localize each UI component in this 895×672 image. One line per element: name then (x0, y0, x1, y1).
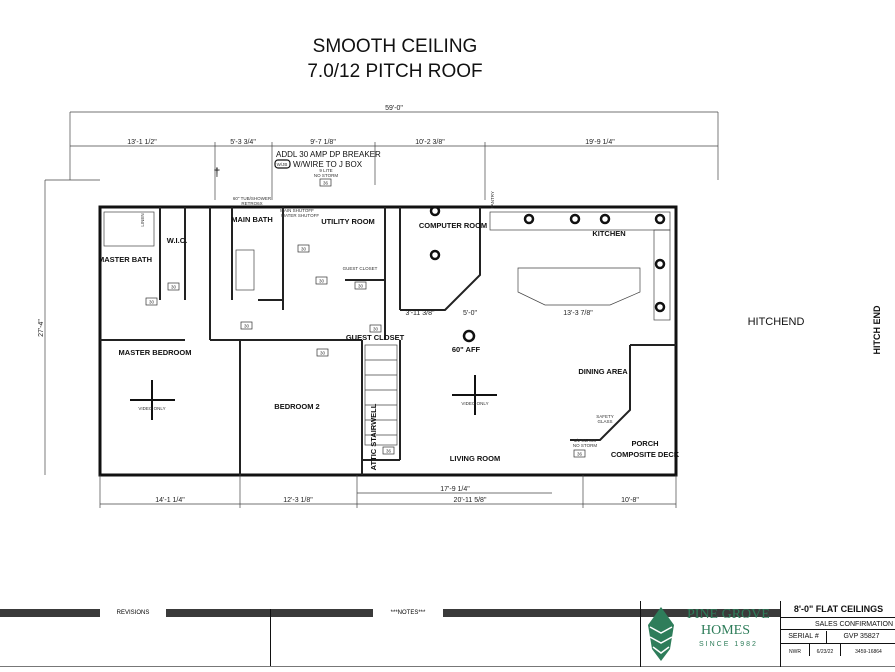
svg-text:36: 36 (386, 449, 392, 454)
ceilings-label: 8'-0" FLAT CEILINGS (781, 601, 895, 618)
fan-label-living: VIDEO ONLY (461, 401, 488, 406)
pantry-note: PANTRY (490, 191, 495, 209)
top-dimensions: 59'-0" 13'-1 1/2" 5'-3 3/4" 9'-7 1/8" 10… (38, 105, 719, 475)
jbox-tag: W/JB (277, 162, 288, 167)
header-roof-pitch: 7.0/12 PITCH ROOF (307, 61, 482, 82)
room-living: LIVING ROOM (450, 454, 500, 463)
aff-note: 60" AFF (452, 345, 481, 354)
guest-closet-note: GUEST CLOSET (343, 266, 378, 271)
svg-text:30: 30 (301, 247, 307, 252)
svg-text:30: 30 (171, 285, 177, 290)
kitchen-counter-side (653, 229, 671, 321)
revisions-header: REVISIONS (100, 609, 166, 617)
safety-glass-note-2: GLASS (597, 419, 612, 424)
bottom-dimensions: 17'-9 1/4" 14'-1 1/4" 12'-3 1/8" 20'-11 … (99, 475, 677, 508)
room-utility: UTILITY ROOM (321, 217, 375, 226)
glass-door-note: 1/2 GLASS (574, 438, 597, 443)
glass-door-note-2: NO STORM (573, 443, 597, 448)
svg-text:30: 30 (320, 351, 326, 356)
window-note-2: NO STORM (314, 173, 338, 178)
dim-top-3: 9'-7 1/8" (310, 139, 336, 146)
svg-text:12'-3 1/8": 12'-3 1/8" (283, 497, 313, 504)
main-bath-vanity (235, 249, 255, 291)
hose-bib-icon: † (214, 165, 221, 179)
room-wic: W.I.C. (167, 236, 187, 245)
logo: PINE GROVE HOMES SINCE 1982 (645, 603, 780, 663)
dim-top-4: 10'-2 3/8" (415, 139, 445, 146)
tub-note-2: RETRO6X (241, 201, 262, 206)
dim-top-1: 13'-1 1/2" (127, 139, 157, 146)
room-master-bedroom: MASTER BEDROOM (119, 348, 192, 357)
floor-plan: SMOOTH CEILING 7.0/12 PITCH ROOF 59'-0" … (38, 36, 882, 508)
svg-text:30: 30 (319, 279, 325, 284)
door-number: 36 (577, 452, 583, 457)
overall-width: 59'-0" (385, 105, 403, 112)
svg-text:10'-8": 10'-8" (621, 497, 639, 504)
ceiling-fan-icon (130, 375, 497, 420)
recessed-lights (429, 205, 666, 343)
serial-label: SERIAL # (781, 631, 827, 644)
logo-line1: PINE GROVE (687, 607, 770, 622)
window-number: 36 (323, 181, 329, 186)
dim-top-5: 19'-9 1/4" (585, 139, 615, 146)
notes-header: ***NOTES*** (373, 609, 443, 617)
room-bedroom-2: BEDROOM 2 (274, 402, 319, 411)
svg-text:30: 30 (358, 284, 364, 289)
svg-text:20'-11 5/8": 20'-11 5/8" (454, 497, 487, 504)
dim-interior-2: 5'-0" (463, 310, 477, 317)
main-shutoff-note: MAIN SHUTOFF (280, 208, 314, 213)
drawing-name: SALES CONFIRMATION (781, 618, 895, 630)
date: 6/23/22 (810, 644, 841, 656)
room-main-bath: MAIN BATH (231, 215, 273, 224)
room-porch-deck: COMPOSITE DECK (611, 450, 680, 459)
room-porch: PORCH (631, 439, 658, 448)
interior-walls (100, 207, 676, 475)
dim-interior-1: 3'-11 3/8" (406, 310, 436, 317)
model-number: 3459-16864 (855, 649, 882, 655)
tub-note: 60" TUB/SHOWER (233, 196, 272, 201)
room-guest-closet: GUEST CLOSET (346, 333, 405, 342)
fan-label-master: VIDEO ONLY (138, 406, 165, 411)
svg-text:30: 30 (244, 324, 250, 329)
serial-number: GVP 35827 (827, 631, 895, 644)
logo-line3: SINCE 1982 (699, 641, 758, 648)
breaker-note: ADDL 30 AMP DP BREAKER (276, 150, 381, 159)
room-master-bath: MASTER BATH (98, 255, 152, 264)
svg-text:30: 30 (149, 300, 155, 305)
drawn-by: NWR (781, 644, 810, 656)
hitchend-label: HITCHEND (748, 316, 805, 328)
svg-text:17'-9 1/4": 17'-9 1/4" (440, 486, 470, 493)
kitchen-island (517, 267, 641, 306)
hitch-end-label: HITCH END (872, 305, 882, 354)
title-block: REVISIONS ***NOTES*** PINE GROVE HOMES S… (0, 601, 895, 672)
svg-text:14'-1 1/4": 14'-1 1/4" (155, 497, 185, 504)
breaker-note-2: W/WIRE TO J BOX (293, 160, 363, 169)
master-tub (103, 211, 155, 247)
water-shutoff-note: WATER SHUTOFF (281, 213, 319, 218)
safety-glass-note: SAFETY (596, 414, 614, 419)
overall-depth: 27'-4" (38, 319, 45, 337)
window-note: 9 LITE (319, 168, 332, 173)
dim-top-2: 5'-3 3/4" (230, 139, 256, 146)
logo-line2: HOMES (701, 623, 751, 638)
pinecone-logo-icon (648, 607, 674, 661)
dim-interior-3: 13'-3 7/8" (563, 310, 593, 317)
room-dining: DINING AREA (578, 367, 628, 376)
kitchen-counter (489, 211, 671, 231)
header-smooth-ceiling: SMOOTH CEILING (313, 36, 478, 57)
room-attic-stairwell: ATTIC STAIRWELL (369, 403, 378, 470)
room-computer: COMPUTER ROOM (419, 221, 487, 230)
svg-text:30: 30 (373, 327, 379, 332)
stairs (364, 344, 398, 446)
linen-note: LINEN (140, 213, 145, 226)
room-kitchen: KITCHEN (592, 229, 625, 238)
wall-numbers: 30 30 30 30 30 30 30 30 36 (145, 244, 395, 455)
